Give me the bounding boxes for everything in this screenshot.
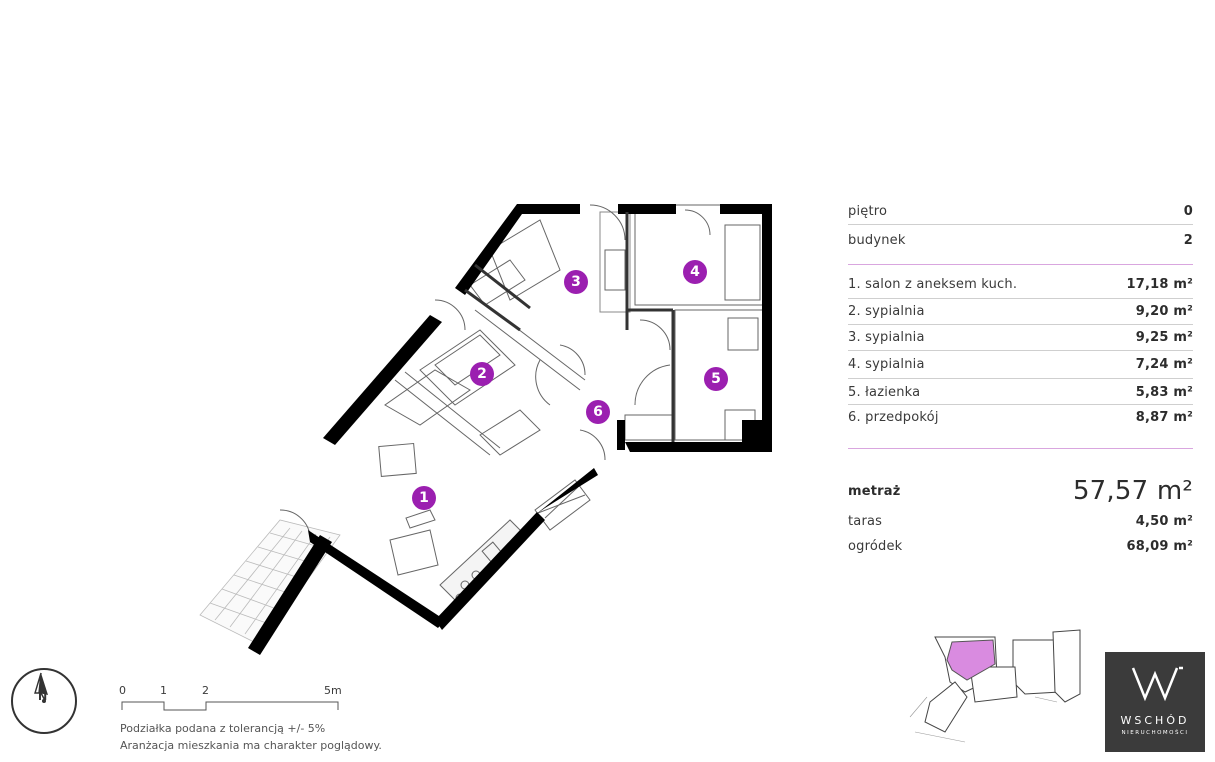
room-area: 8,87 m² [1135, 409, 1193, 425]
divider [848, 324, 1193, 325]
total-area-label: metraż [848, 483, 901, 499]
scale-tick-2: 2 [202, 684, 209, 697]
plan-details [279, 204, 766, 603]
room-row-2: 2. sypialnia 9,20 m² [848, 299, 1193, 323]
room-area: 17,18 m² [1126, 276, 1193, 292]
divider [848, 350, 1193, 351]
floor-plan-drawing [199, 204, 772, 655]
room-marker-2[interactable]: 2 [470, 362, 494, 386]
building-row: budynek 2 [848, 228, 1193, 252]
total-area-value: 57,57 m² [1072, 476, 1193, 506]
room-area: 9,25 m² [1135, 329, 1193, 345]
room-marker-4[interactable]: 4 [683, 260, 707, 284]
room-area: 5,83 m² [1135, 384, 1193, 400]
divider [848, 378, 1193, 379]
scale-tolerance-note: Podziałka podana z tolerancją +/- 5% [120, 722, 326, 735]
room-row-1: 1. salon z aneksem kuch. 17,18 m² [848, 272, 1193, 296]
room-label: 2. sypialnia [848, 303, 925, 319]
floor-label: piętro [848, 203, 888, 219]
room-marker-3[interactable]: 3 [564, 270, 588, 294]
interior-walls [464, 212, 675, 442]
divider [848, 448, 1193, 449]
garden-value: 68,09 m² [1126, 538, 1193, 554]
highlighted-unit [946, 639, 996, 681]
scale-tick-1: 1 [160, 684, 167, 697]
north-label: N [38, 690, 48, 703]
terrace-row: taras 4,50 m² [848, 509, 1193, 533]
room-label: 5. łazienka [848, 384, 921, 400]
scale-tick-0: 0 [119, 684, 126, 697]
garden-label: ogródek [848, 538, 903, 554]
room-label: 1. salon z aneksem kuch. [848, 276, 1018, 292]
arrangement-note: Aranżacja mieszkania ma charakter pogląd… [120, 739, 382, 752]
room-row-6: 6. przedpokój 8,87 m² [848, 405, 1193, 429]
compass-icon [11, 668, 77, 734]
floor-row: piętro 0 [848, 199, 1193, 223]
room-row-4: 4. sypialnia 7,24 m² [848, 352, 1193, 376]
building-label: budynek [848, 232, 906, 248]
room-label: 4. sypialnia [848, 356, 925, 372]
floor-plan: 1 2 3 4 5 6 [180, 190, 800, 670]
room-marker-5[interactable]: 5 [704, 367, 728, 391]
room-area: 9,20 m² [1135, 303, 1193, 319]
room-area: 7,24 m² [1135, 356, 1193, 372]
total-area-row: metraż 57,57 m² [848, 474, 1193, 508]
room-row-5: 5. łazienka 5,83 m² [848, 380, 1193, 404]
room-label: 3. sypialnia [848, 329, 925, 345]
terrace-label: taras [848, 513, 883, 529]
room-marker-1[interactable]: 1 [412, 486, 436, 510]
divider [848, 298, 1193, 299]
exterior-walls [248, 204, 772, 655]
room-label: 6. przedpokój [848, 409, 939, 425]
divider [848, 404, 1193, 405]
company-logo: WSCHÓD NIERUCHOMOŚCI [1105, 652, 1205, 752]
room-row-3: 3. sypialnia 9,25 m² [848, 325, 1193, 349]
garden-row: ogródek 68,09 m² [848, 534, 1193, 558]
room-marker-6[interactable]: 6 [586, 400, 610, 424]
scale-bar [121, 701, 339, 711]
scale-tick-5m: 5m [324, 684, 342, 697]
divider [848, 264, 1193, 265]
building-key-plan [909, 629, 1081, 743]
logo-name: WSCHÓD [1120, 714, 1190, 727]
logo-mark-icon [1131, 666, 1183, 702]
terrace-value: 4,50 m² [1135, 513, 1193, 529]
floor-value: 0 [1183, 203, 1193, 219]
apartment-summary: piętro 0 budynek 2 1. salon z aneksem ku… [848, 198, 1193, 558]
building-value: 2 [1183, 232, 1193, 248]
logo-subtitle: NIERUCHOMOŚCI [1121, 730, 1189, 736]
divider [848, 224, 1193, 225]
